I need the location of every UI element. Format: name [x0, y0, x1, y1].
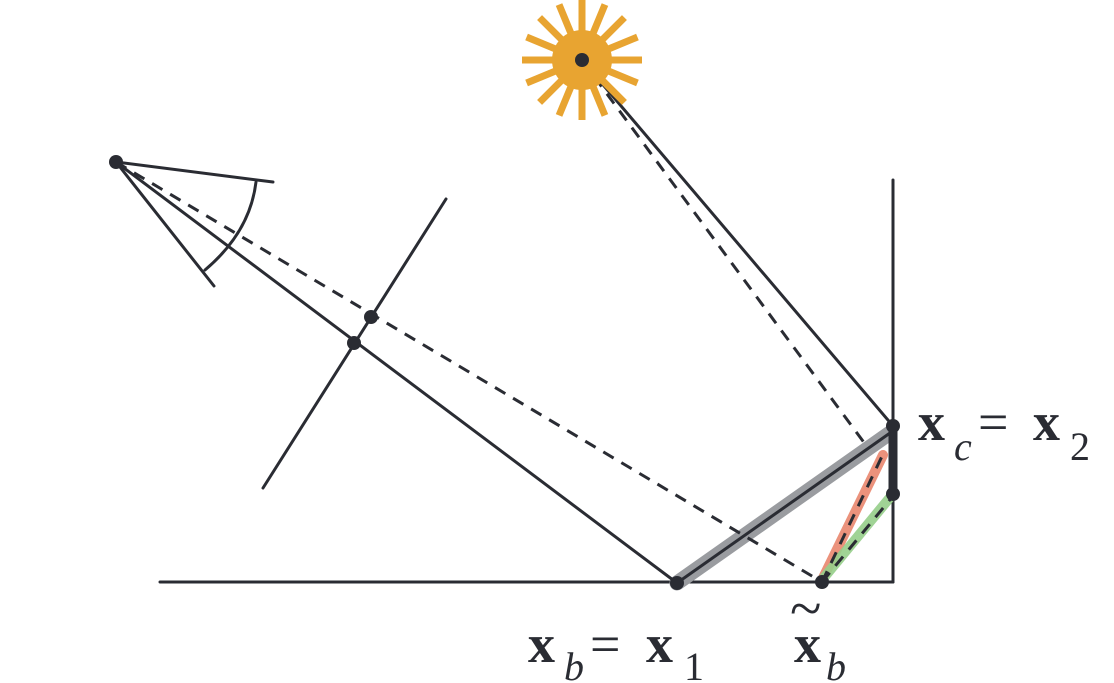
image-point-solid: [347, 336, 361, 350]
svg-text:b: b: [564, 644, 584, 683]
camera-ray-solid: [114, 160, 679, 585]
sun-ray: [537, 77, 565, 105]
label-xc-eq-x2: x c = x 2: [918, 392, 1090, 469]
sun-ray: [599, 77, 627, 105]
surface-line: [675, 431, 892, 585]
svg-text:x: x: [646, 614, 673, 674]
sun-ray-solid: [580, 58, 895, 428]
point-xc: [886, 419, 900, 433]
svg-text:1: 1: [684, 644, 704, 683]
inner-dash-red: [820, 449, 887, 583]
sun-ray: [606, 33, 639, 53]
point-xb-tilde: [815, 575, 829, 589]
sun-ray: [589, 3, 609, 36]
sun-ray: [589, 84, 609, 117]
sun-ray: [555, 3, 575, 36]
label-xb-eq-x1: x b = x 1: [528, 614, 704, 683]
camera-ray-dashed: [115, 160, 823, 584]
sun-center-point: [575, 53, 589, 67]
label-xb-tilde: ~ x b: [790, 576, 846, 683]
svg-text:=: =: [590, 614, 620, 674]
sun-ray: [606, 67, 639, 87]
svg-text:x: x: [1033, 392, 1060, 452]
sun-ray: [525, 67, 558, 87]
svg-text:x: x: [794, 614, 821, 674]
sun-ray: [599, 15, 627, 43]
point-xb: [670, 576, 684, 590]
point-wall-lower: [886, 487, 900, 501]
svg-text:x: x: [918, 392, 945, 452]
image-point-dashed: [364, 310, 378, 324]
sun-ray: [525, 33, 558, 53]
sun-icon: [522, 0, 642, 120]
sun-ray-dashed: [580, 59, 870, 449]
inner-dash-green: [820, 495, 895, 583]
svg-text:~: ~: [790, 576, 821, 641]
svg-text:c: c: [954, 424, 972, 469]
sun-ray: [537, 15, 565, 43]
svg-text:2: 2: [1070, 424, 1090, 469]
camera-icon: [114, 160, 275, 288]
svg-text:=: =: [978, 392, 1008, 452]
svg-text:b: b: [826, 644, 846, 683]
camera-center-point: [109, 155, 123, 169]
sun-ray: [555, 84, 575, 117]
svg-text:x: x: [528, 614, 555, 674]
